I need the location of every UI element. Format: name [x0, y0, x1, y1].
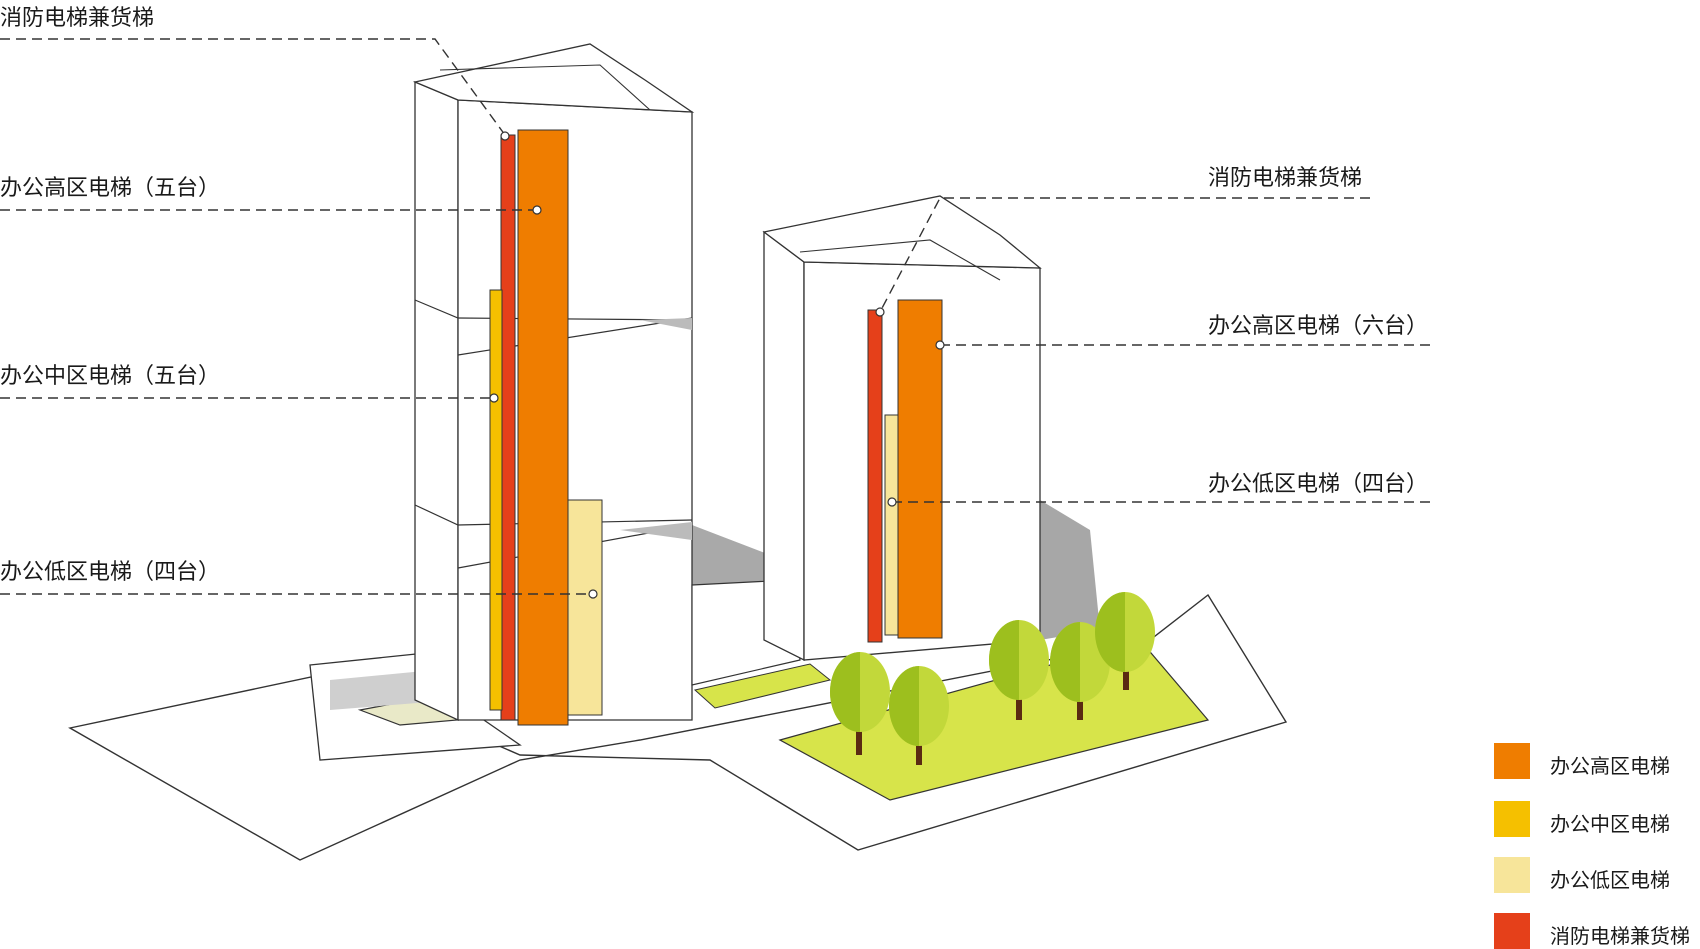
dot-right-low — [887, 497, 897, 507]
label-right-high: 办公高区电梯（六台） — [1208, 314, 1429, 339]
legend-item-low: 办公低区电梯 — [1494, 857, 1694, 893]
tree — [830, 652, 890, 755]
leader-left-fire-freight — [0, 38, 506, 136]
band-wedge-upper — [640, 318, 692, 330]
legend-item-mid: 办公中区电梯 — [1494, 801, 1694, 837]
dot-left-mid — [489, 393, 499, 403]
leader-dots — [489, 131, 945, 599]
tree — [889, 666, 949, 765]
dot-left-high — [532, 205, 542, 215]
legend-item-high: 办公高区电梯 — [1494, 743, 1694, 779]
label-right-low: 办公低区电梯（四台） — [1208, 472, 1429, 497]
legend-label-mid: 办公中区电梯 — [1550, 812, 1670, 836]
label-right-fire-freight: 消防电梯兼货梯 — [1208, 166, 1363, 191]
leader-lines — [0, 38, 1430, 595]
tree — [1050, 622, 1110, 720]
left-low-zone-shaft — [567, 499, 603, 716]
label-left-fire-freight: 消防电梯兼货梯 — [0, 6, 155, 31]
legend-swatch-fire-freight — [1494, 913, 1530, 949]
dot-left-fire-freight — [500, 131, 510, 141]
tower-top-cap — [412, 43, 695, 113]
dot-right-fire-freight — [875, 307, 885, 317]
left-high-zone-shaft — [517, 129, 569, 726]
legend-swatch-mid — [1494, 801, 1530, 837]
band-wedge-lower — [620, 522, 692, 540]
tower-parapet — [439, 64, 651, 111]
right-fire-freight-shaft — [867, 309, 883, 643]
leader-right-fire-freight — [879, 197, 1370, 313]
tree — [989, 620, 1049, 720]
dot-right-high — [935, 340, 945, 350]
tree — [1095, 592, 1155, 690]
label-left-high: 办公高区电梯（五台） — [0, 176, 221, 201]
trees — [830, 592, 1155, 765]
right-building-left-face — [763, 230, 805, 662]
legend-label-fire-freight: 消防电梯兼货梯 — [1550, 924, 1690, 948]
right-low-zone-shaft — [884, 414, 900, 636]
legend-swatch-high — [1494, 743, 1530, 779]
left-fire-freight-shaft — [500, 134, 516, 721]
label-left-mid: 办公中区电梯（五台） — [0, 364, 221, 389]
dot-left-low — [588, 589, 598, 599]
label-left-low: 办公低区电梯（四台） — [0, 560, 221, 585]
legend-label-high: 办公高区电梯 — [1550, 754, 1670, 778]
legend-label-low: 办公低区电梯 — [1550, 868, 1670, 892]
legend-item-fire-freight: 消防电梯兼货梯 — [1494, 913, 1694, 949]
legend-swatch-low — [1494, 857, 1530, 893]
right-building-parapet — [799, 239, 1001, 281]
right-building-shadow — [1040, 500, 1100, 640]
right-high-zone-shaft — [897, 299, 943, 639]
right-building-top — [762, 195, 1042, 269]
tower-left-face — [414, 81, 459, 722]
left-mid-zone-shaft — [489, 289, 503, 711]
annex-lawn — [693, 663, 832, 709]
